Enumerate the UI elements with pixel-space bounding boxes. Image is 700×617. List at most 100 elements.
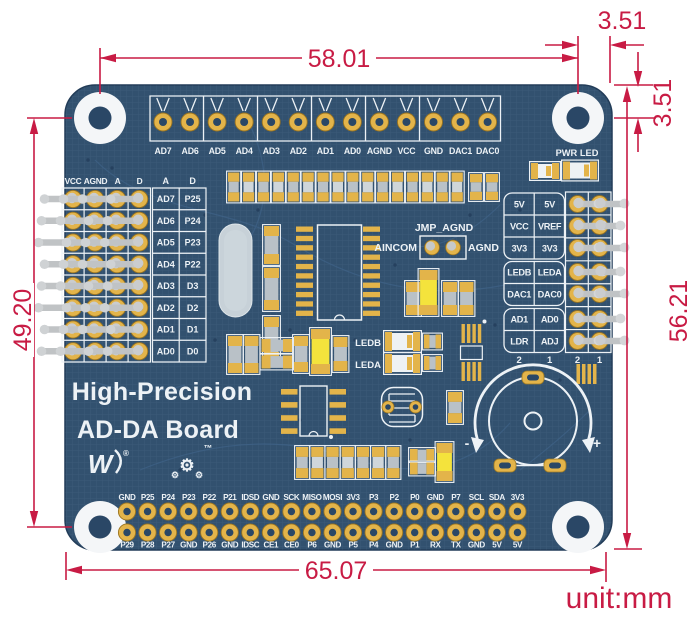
dim-board-height: 56.21 <box>665 280 693 343</box>
right-label: VCC <box>510 221 529 231</box>
power-leds <box>528 159 599 182</box>
pad-hole <box>123 528 131 537</box>
pin-number: 2 <box>517 355 522 366</box>
smd-outline <box>434 170 450 204</box>
pad-hole <box>308 507 316 516</box>
pad-hole <box>390 528 398 537</box>
pad-hole <box>456 118 465 126</box>
pin-clip <box>345 97 360 112</box>
pad-hole <box>411 528 419 537</box>
right-label: 3V3 <box>511 243 527 253</box>
via <box>408 438 412 442</box>
pad-hole <box>184 507 193 516</box>
jumper-left-label: AINCOM <box>374 242 417 254</box>
right-label: 3V3 <box>542 243 558 253</box>
ldr-footprint <box>380 386 424 428</box>
pot-plus-label: + <box>593 435 601 451</box>
gpio-label-bottom: RX <box>430 541 441 550</box>
pin-clip <box>372 97 387 112</box>
gpio-label-top: P24 <box>161 493 175 502</box>
top-header-boxes <box>149 95 502 142</box>
pad-hole <box>246 528 254 537</box>
pad-hole <box>267 118 276 126</box>
smd-outline <box>434 441 455 483</box>
main-ic-footprint <box>296 224 380 321</box>
pad-hole <box>369 507 378 516</box>
gpio-label-bottom: P29 <box>120 541 134 550</box>
gpio-label-top: 3V3 <box>346 493 360 502</box>
pad-hole <box>321 118 330 126</box>
dimension-annotations: 58.01 3.51 3.51 56.21 49.20 6 <box>8 7 693 615</box>
pin <box>105 348 142 355</box>
pad-hole <box>472 528 481 537</box>
smd-outline <box>300 170 316 204</box>
pin <box>102 239 142 246</box>
gpio-label-top: P2 <box>390 493 400 502</box>
jumper-right-label: AGND <box>468 242 499 254</box>
led-outline <box>383 352 423 376</box>
pin-clip <box>426 97 441 112</box>
pin <box>108 195 142 203</box>
table-header: A <box>163 176 170 186</box>
gpio-label-bottom: 5V <box>513 541 523 550</box>
dim-hole-span-vertical: 49.20 <box>9 289 37 352</box>
smd-outline <box>404 170 421 204</box>
left-col-label: VCC <box>65 176 82 186</box>
smd-outline <box>309 327 332 376</box>
pin <box>108 326 142 333</box>
top-pin-label: DAC1 <box>449 146 472 156</box>
table-cell: D3 <box>187 281 199 291</box>
right-label: DAC1 <box>507 289 531 299</box>
table-cell: P25 <box>185 194 201 204</box>
pad-hole <box>429 118 438 126</box>
right-label: LEDB <box>507 267 531 277</box>
jumper-title: JMP_AGND <box>415 222 474 234</box>
gpio-label-top: GND <box>119 493 136 502</box>
pad-hole <box>159 118 167 126</box>
table-header: D <box>189 176 196 186</box>
agnd-jumper: JMP_AGND AINCOM AGND <box>374 222 499 260</box>
pad-hole <box>213 118 222 126</box>
pad-hole <box>472 507 481 516</box>
gpio-label-bottom: 5V <box>492 541 502 550</box>
via <box>353 338 357 342</box>
via <box>493 323 497 327</box>
smd-outline <box>270 170 286 204</box>
ledb-label: LEDB <box>355 338 381 349</box>
left-col-label: A <box>115 176 121 186</box>
trademark-mark: ™ <box>204 443 213 453</box>
gpio-label-top: SCK <box>283 493 300 502</box>
via <box>468 213 472 217</box>
gpio-label-top: MOSI <box>323 493 342 502</box>
pin <box>105 217 142 224</box>
smd-outline <box>389 170 406 204</box>
via <box>518 208 522 212</box>
pad-hole <box>186 118 195 126</box>
smd-outline <box>345 170 361 204</box>
top-pin-label: AD6 <box>182 146 199 156</box>
table-cell: D0 <box>187 346 199 356</box>
pad-hole <box>513 528 522 537</box>
smd-outline <box>259 353 294 371</box>
unit-label: unit:mm <box>566 582 673 615</box>
gpio-label-top: P0 <box>410 493 420 502</box>
crystal-oscillator <box>218 223 253 318</box>
mounting-hole-top-left <box>74 92 126 144</box>
pin-number: 1 <box>547 355 553 366</box>
pad-hole <box>390 507 398 516</box>
smd-outline <box>240 170 257 204</box>
via <box>558 378 562 382</box>
via <box>86 158 90 162</box>
pad-hole <box>143 528 152 537</box>
via <box>178 468 182 472</box>
via <box>110 166 114 170</box>
pad-hole <box>226 507 234 516</box>
gpio-label-top: 3V3 <box>511 493 525 502</box>
right-label: 5V <box>514 199 526 209</box>
svg-text:⚙: ⚙ <box>171 470 179 480</box>
pin-clip <box>453 97 468 112</box>
smd-outline <box>330 170 346 204</box>
